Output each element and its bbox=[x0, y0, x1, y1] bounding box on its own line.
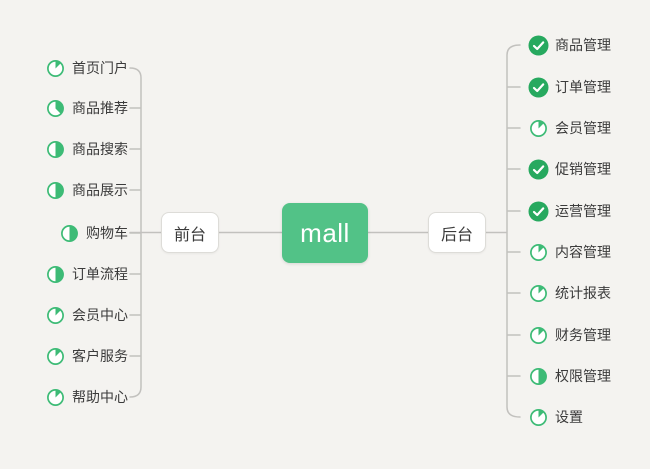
mindmap-leaf-item[interactable]: 商品管理 bbox=[528, 34, 611, 56]
leaf-label: 会员管理 bbox=[555, 120, 611, 136]
leaf-label: 运营管理 bbox=[555, 203, 611, 219]
leaf-label: 促销管理 bbox=[555, 161, 611, 177]
mindmap-leaf-item[interactable]: 订单流程 bbox=[45, 263, 128, 285]
mindmap-leaf-item[interactable]: 会员管理 bbox=[528, 117, 611, 139]
leaf-label: 财务管理 bbox=[555, 327, 611, 343]
progress-pie-icon bbox=[45, 139, 66, 160]
mindmap-leaf-item[interactable]: 会员中心 bbox=[45, 304, 128, 326]
leaf-label: 商品管理 bbox=[555, 37, 611, 53]
progress-pie-icon bbox=[528, 325, 549, 346]
leaf-label: 内容管理 bbox=[555, 244, 611, 260]
leaf-label: 商品搜索 bbox=[72, 141, 128, 157]
leaf-label: 设置 bbox=[555, 409, 583, 425]
progress-pie-icon bbox=[59, 223, 80, 244]
progress-pie-icon bbox=[45, 180, 66, 201]
mindmap-leaf-item[interactable]: 客户服务 bbox=[45, 345, 128, 367]
mindmap-leaf-item[interactable]: 财务管理 bbox=[528, 324, 611, 346]
progress-pie-icon bbox=[45, 98, 66, 119]
mindmap-leaf-item[interactable]: 购物车 bbox=[59, 222, 128, 244]
check-circle-icon bbox=[528, 201, 549, 222]
mindmap-leaf-item[interactable]: 运营管理 bbox=[528, 200, 611, 222]
leaf-label: 首页门户 bbox=[72, 60, 128, 76]
progress-pie-icon bbox=[528, 118, 549, 139]
check-circle-icon bbox=[528, 35, 549, 56]
progress-pie-icon bbox=[528, 283, 549, 304]
mindmap-leaf-item[interactable]: 统计报表 bbox=[528, 282, 611, 304]
mindmap-leaf-item[interactable]: 订单管理 bbox=[528, 76, 611, 98]
leaf-label: 商品展示 bbox=[72, 182, 128, 198]
leaf-label: 会员中心 bbox=[72, 307, 128, 323]
check-circle-icon bbox=[528, 159, 549, 180]
progress-pie-icon bbox=[528, 366, 549, 387]
leaf-label: 订单管理 bbox=[555, 79, 611, 95]
leaf-label: 统计报表 bbox=[555, 285, 611, 301]
progress-pie-icon bbox=[528, 407, 549, 428]
mindmap-leaf-item[interactable]: 商品搜索 bbox=[45, 138, 128, 160]
mindmap-leaf-item[interactable]: 商品推荐 bbox=[45, 97, 128, 119]
progress-pie-icon bbox=[45, 264, 66, 285]
mindmap-leaf-item[interactable]: 商品展示 bbox=[45, 179, 128, 201]
progress-pie-icon bbox=[45, 58, 66, 79]
leaf-label: 购物车 bbox=[86, 225, 128, 241]
check-circle-icon bbox=[528, 77, 549, 98]
leaf-label: 订单流程 bbox=[72, 266, 128, 282]
mindmap-leaf-item[interactable]: 促销管理 bbox=[528, 158, 611, 180]
leaf-label: 权限管理 bbox=[555, 368, 611, 384]
leaf-label: 商品推荐 bbox=[72, 100, 128, 116]
mindmap-leaf-item[interactable]: 内容管理 bbox=[528, 241, 611, 263]
mindmap-leaf-item[interactable]: 帮助中心 bbox=[45, 386, 128, 408]
root-node-mall[interactable]: mall bbox=[282, 203, 368, 263]
mindmap-leaf-item[interactable]: 首页门户 bbox=[45, 57, 128, 79]
leaf-label: 帮助中心 bbox=[72, 389, 128, 405]
branch-node-frontend[interactable]: 前台 bbox=[161, 212, 219, 253]
progress-pie-icon bbox=[528, 242, 549, 263]
progress-pie-icon bbox=[45, 346, 66, 367]
progress-pie-icon bbox=[45, 387, 66, 408]
branch-node-backend[interactable]: 后台 bbox=[428, 212, 486, 253]
mindmap-leaf-item[interactable]: 权限管理 bbox=[528, 365, 611, 387]
leaf-label: 客户服务 bbox=[72, 348, 128, 364]
progress-pie-icon bbox=[45, 305, 66, 326]
mindmap-leaf-item[interactable]: 设置 bbox=[528, 406, 583, 428]
